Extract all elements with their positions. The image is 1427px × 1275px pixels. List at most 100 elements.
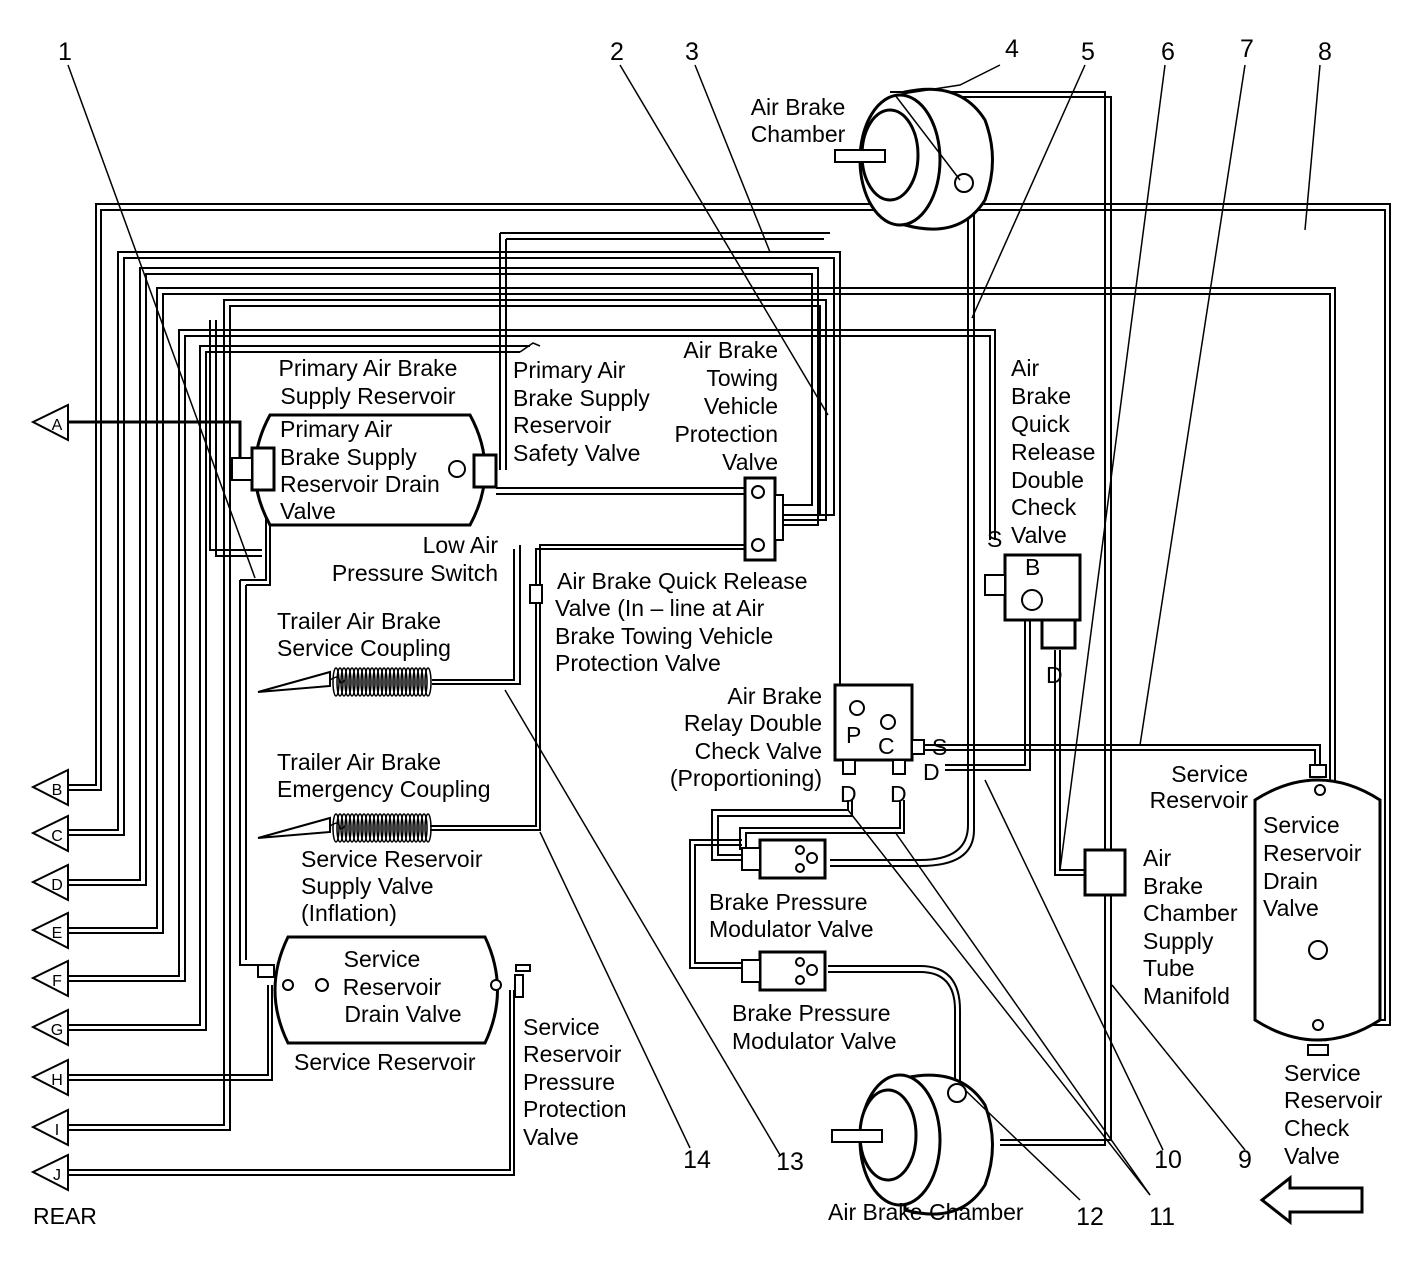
svg-text:Chamber: Chamber <box>1143 900 1238 926</box>
coupling-coil-loop <box>356 667 364 697</box>
label-primary-reservoir: Primary Air Brake Supply Reservoir <box>279 355 458 409</box>
coupling-coil-loop <box>412 667 420 697</box>
svg-text:Reservoir: Reservoir <box>1263 840 1362 866</box>
svg-text:A: A <box>52 417 63 434</box>
connector-i: I <box>30 1108 69 1147</box>
coupling-coil-loop <box>344 813 352 843</box>
coupling-coil-loop <box>352 667 360 697</box>
callout-1: 1 <box>58 38 72 66</box>
svg-text:Reservoir Drain: Reservoir Drain <box>280 471 440 497</box>
label-service-drain-left: Service Reservoir Drain Valve <box>343 946 462 1027</box>
callout-7: 7 <box>1240 35 1254 63</box>
port-letters: S B D P C S D D D <box>840 526 1063 807</box>
svg-text:Quick: Quick <box>1011 411 1070 437</box>
air-lines <box>68 91 1391 1176</box>
svg-text:Air Brake Quick Release: Air Brake Quick Release <box>557 568 808 594</box>
svg-text:Protection Valve: Protection Valve <box>555 650 721 676</box>
svg-text:Low Air: Low Air <box>423 532 499 558</box>
port-s-relay: S <box>932 734 947 760</box>
svg-text:Brake: Brake <box>1143 873 1203 899</box>
label-pressure-protection: Service Reservoir Pressure Protection Va… <box>523 1014 627 1150</box>
svg-text:Service Coupling: Service Coupling <box>277 635 451 661</box>
svg-text:Supply Valve: Supply Valve <box>301 873 434 899</box>
svg-text:Air: Air <box>1143 845 1171 871</box>
svg-text:G: G <box>51 1022 63 1039</box>
svg-text:(Inflation): (Inflation) <box>301 900 397 926</box>
rear-connectors: A B C D E F G H I J <box>30 403 69 1192</box>
coupling-coil-loop <box>404 813 412 843</box>
svg-text:Air Brake: Air Brake <box>751 94 846 120</box>
port-d-relay-left: D <box>840 781 857 807</box>
callout-2: 2 <box>610 38 624 66</box>
label-towing-protection-valve: Air Brake Towing Vehicle Protection Valv… <box>674 337 778 475</box>
coupling-coil-loop <box>400 813 408 843</box>
callout-8: 8 <box>1318 38 1332 66</box>
svg-text:Air Brake: Air Brake <box>727 683 822 709</box>
coupling-coil-loop <box>360 813 368 843</box>
svg-text:Modulator Valve: Modulator Valve <box>732 1028 897 1054</box>
svg-text:Tube: Tube <box>1143 955 1195 981</box>
port-d-relay-side: D <box>923 759 940 785</box>
label-quick-release-double-check: Air Brake Quick Release Double Check Val… <box>1011 355 1095 548</box>
svg-text:Trailer Air Brake: Trailer Air Brake <box>277 608 441 634</box>
label-trailer-emergency-coupling: Trailer Air Brake Emergency Coupling <box>277 749 491 802</box>
svg-text:Emergency Coupling: Emergency Coupling <box>277 776 491 802</box>
coupling-coil-loop <box>388 813 396 843</box>
callout-numbers: 1 2 3 4 5 6 7 8 9 10 11 12 13 14 <box>58 35 1332 1231</box>
coupling-coil-loop <box>424 813 432 843</box>
svg-text:Manifold: Manifold <box>1143 983 1230 1009</box>
svg-text:Protection: Protection <box>674 421 778 447</box>
svg-text:Vehicle: Vehicle <box>704 393 778 419</box>
label-supply-valve-inflation: Service Reservoir Supply Valve (Inflatio… <box>301 846 483 926</box>
svg-text:Supply Reservoir: Supply Reservoir <box>280 383 455 409</box>
callout-leader-lines <box>67 64 1321 1201</box>
svg-text:Service: Service <box>523 1014 600 1040</box>
coupling-coil-loop <box>408 813 416 843</box>
svg-text:Brake Supply: Brake Supply <box>280 444 417 470</box>
svg-text:Service: Service <box>1263 812 1340 838</box>
svg-text:E: E <box>52 925 63 942</box>
svg-text:Service: Service <box>1284 1060 1361 1086</box>
svg-text:Supply: Supply <box>1143 928 1214 954</box>
coupling-coil-loop <box>376 813 384 843</box>
port-p: P <box>846 722 861 748</box>
connector-e: E <box>30 911 69 950</box>
label-check-valve: Service Reservoir Check Valve <box>1284 1060 1383 1169</box>
svg-text:Pressure Switch: Pressure Switch <box>332 560 498 586</box>
coupling-coil-loop <box>360 667 368 697</box>
label-modulator-2: Brake Pressure Modulator Valve <box>732 1000 897 1054</box>
callout-11: 11 <box>1149 1203 1175 1231</box>
label-air-brake-chamber-top: Air Brake Chamber <box>751 94 846 147</box>
coupling-coil-loop <box>368 813 376 843</box>
svg-text:Valve: Valve <box>722 449 778 475</box>
coupling-coil-loop <box>424 667 432 697</box>
label-service-reservoir-right: Service Reservoir <box>1150 761 1249 813</box>
coupling-coil-loop <box>344 667 352 697</box>
relay-double-check-valve <box>833 683 925 775</box>
brake-pressure-modulator-valve-1 <box>741 838 827 880</box>
svg-text:F: F <box>52 973 62 990</box>
connector-g: G <box>30 1008 69 1047</box>
svg-text:Trailer Air Brake: Trailer Air Brake <box>277 749 441 775</box>
connector-h: H <box>30 1058 69 1097</box>
label-relay-double-check: Air Brake Relay Double Check Valve (Prop… <box>670 683 822 791</box>
callout-13: 13 <box>776 1148 804 1176</box>
svg-text:Brake Supply: Brake Supply <box>513 385 650 411</box>
svg-text:Service: Service <box>344 946 421 972</box>
svg-text:Drain Valve: Drain Valve <box>344 1001 461 1027</box>
svg-text:Air Brake: Air Brake <box>683 337 778 363</box>
coupling-coil-loop <box>384 667 392 697</box>
svg-text:Chamber: Chamber <box>751 121 846 147</box>
svg-text:Reservoir: Reservoir <box>343 974 442 1000</box>
port-d-upper: D <box>1046 662 1063 688</box>
coupling-coil-loop <box>340 813 348 843</box>
brake-pressure-modulator-valve-2 <box>741 950 827 992</box>
coupling-coil-loop <box>372 813 380 843</box>
coupling-coil-loop <box>416 667 424 697</box>
callout-6: 6 <box>1161 38 1175 66</box>
svg-text:Relay Double: Relay Double <box>684 710 822 736</box>
coupling-coil-loop <box>356 813 364 843</box>
label-primary-safety-valve: Primary Air Brake Supply Reservoir Safet… <box>513 342 650 466</box>
coupling-coil-loop <box>420 667 428 697</box>
svg-text:I: I <box>55 1122 59 1139</box>
